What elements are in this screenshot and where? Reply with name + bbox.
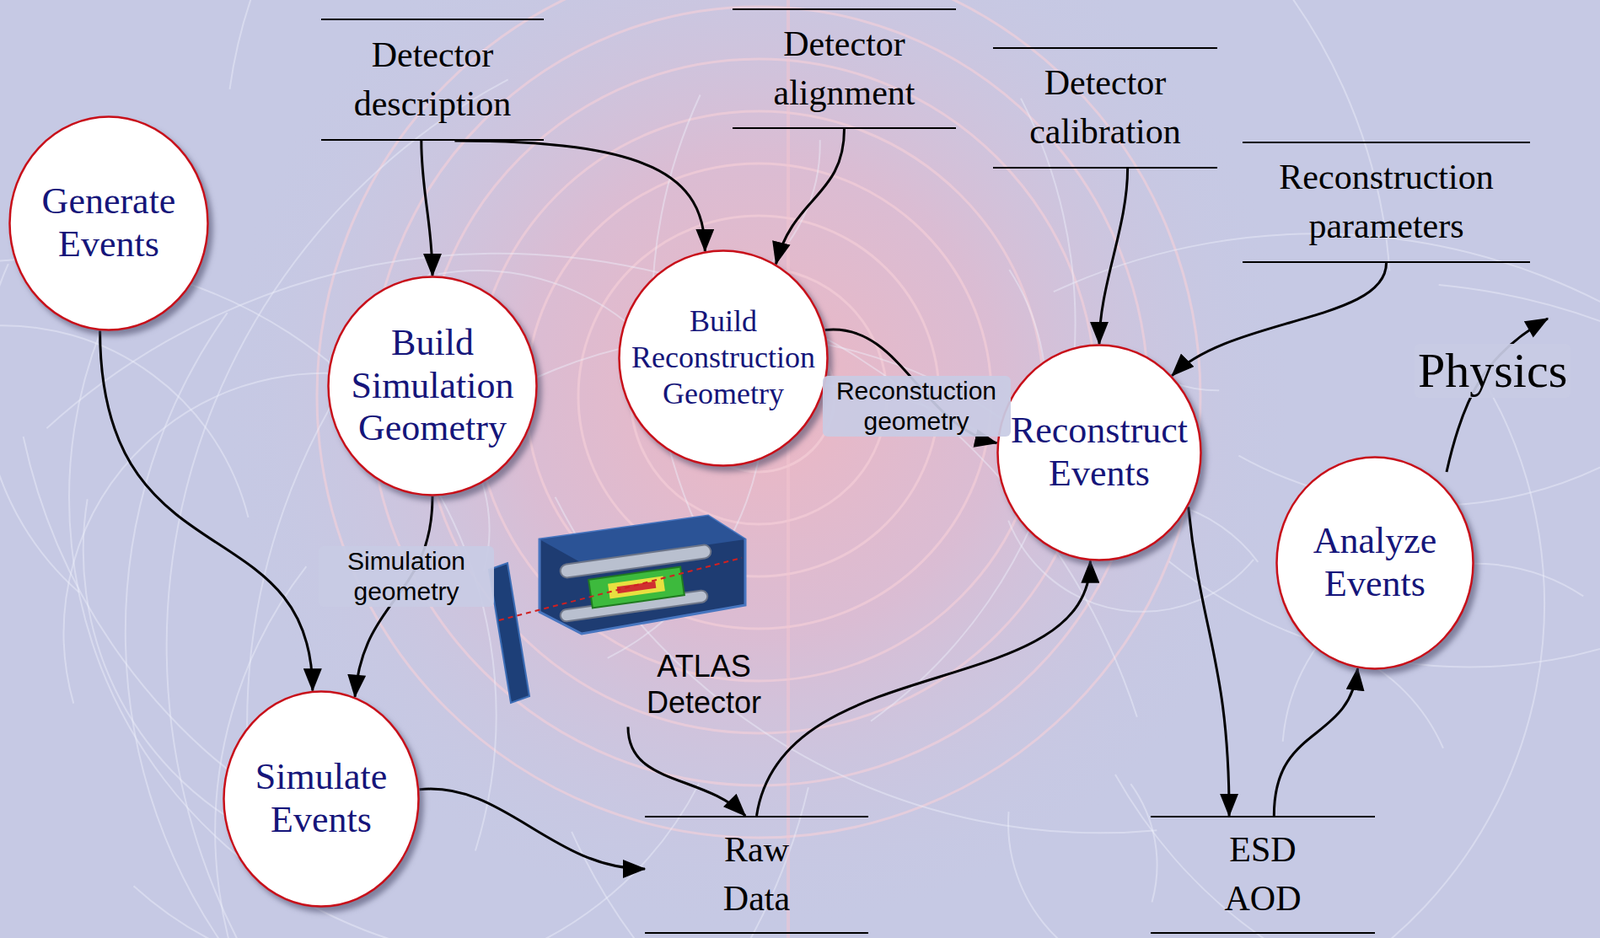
process-label: Analyze Events: [1290, 520, 1460, 606]
process-label: Reconstruct Events: [1004, 409, 1195, 495]
circle-text-box: Build Reconstruction Geometry: [622, 303, 825, 414]
particle-track: [1115, 774, 1499, 938]
circle-shape: [10, 117, 209, 331]
particle-track: [1130, 783, 1157, 903]
store-label: Detector alignment: [740, 20, 948, 119]
flow-arrow: [1171, 263, 1386, 376]
particle-track: [0, 325, 249, 518]
flow-arrow: [776, 128, 845, 264]
flow-arrow: [419, 789, 645, 870]
detector-label: ATLAS Detector: [623, 648, 784, 721]
flow-arrow: [454, 140, 705, 252]
store-label: Raw Data: [706, 826, 808, 924]
particle-track: [125, 312, 237, 938]
output-label: Physics: [1414, 343, 1571, 398]
process-circle: Build Reconstruction Geometry: [617, 249, 829, 468]
process-label: Generate Events: [24, 180, 194, 266]
detector-body: [539, 515, 746, 634]
circle-text-box: Simulate Events: [236, 756, 406, 842]
flow-arrow: [1099, 168, 1128, 344]
particle-track: [1053, 233, 1600, 938]
circle-shape: [998, 345, 1202, 561]
beam-pipe-core: [617, 581, 657, 594]
circle-text-box: Analyze Events: [1290, 520, 1460, 606]
data-store: Raw Data: [644, 816, 869, 935]
flow-arrow: [757, 561, 1091, 817]
particle-track: [0, 878, 70, 938]
data-store: Detector alignment: [732, 8, 956, 129]
process-circle: Generate Events: [8, 115, 210, 332]
circle-shape: [328, 277, 537, 496]
data-store: Detector calibration: [993, 47, 1218, 169]
process-circle: Simulate Events: [222, 690, 420, 908]
circle-text-box: Reconstruct Events: [1004, 409, 1195, 495]
data-store: Detector description: [321, 18, 544, 141]
data-store: ESD AOD: [1150, 816, 1375, 935]
process-label: Build Reconstruction Geometry: [622, 303, 825, 414]
process-label: Build Simulation Geometry: [342, 322, 524, 451]
particle-track: [46, 253, 1137, 718]
data-store: Reconstruction parameters: [1242, 141, 1531, 264]
circle-shape: [1277, 457, 1474, 670]
flow-arrow: [100, 331, 313, 692]
end-cap-slab: [488, 563, 530, 704]
process-circle: Build Simulation Geometry: [327, 275, 538, 497]
detector-label-box: ATLAS Detector: [619, 642, 789, 727]
flow-arrow: [628, 726, 746, 817]
process-label: Simulate Events: [236, 756, 406, 842]
process-circle: Analyze Events: [1275, 456, 1475, 671]
store-label: Reconstruction parameters: [1251, 153, 1522, 252]
flow-arrow: [1188, 507, 1230, 817]
process-circle: Reconstruct Events: [996, 343, 1203, 562]
particle-track: [571, 832, 1124, 938]
flow-arrow: [421, 140, 433, 276]
beam-line: [499, 558, 742, 621]
flow-arrow: [1273, 668, 1358, 817]
edge-label: Reconstuction geometry: [822, 375, 1011, 437]
particle-track: [1008, 811, 1144, 938]
particle-track: [1238, 118, 1600, 505]
particle-track: [83, 499, 248, 829]
circle-text-box: Generate Events: [24, 180, 194, 266]
calorimeter: [588, 567, 685, 609]
edge-label: Simulation geometry: [318, 546, 494, 607]
store-label: Detector description: [329, 31, 536, 129]
store-label: ESD AOD: [1212, 826, 1314, 924]
circle-shape: [619, 251, 828, 467]
circle-shape: [224, 692, 419, 908]
store-label: Detector calibration: [1001, 59, 1209, 157]
circle-text-box: Build Simulation Geometry: [342, 322, 524, 451]
particle-track: [166, 79, 509, 938]
target-ring: [473, 111, 1044, 682]
central-axis: [786, 0, 790, 938]
